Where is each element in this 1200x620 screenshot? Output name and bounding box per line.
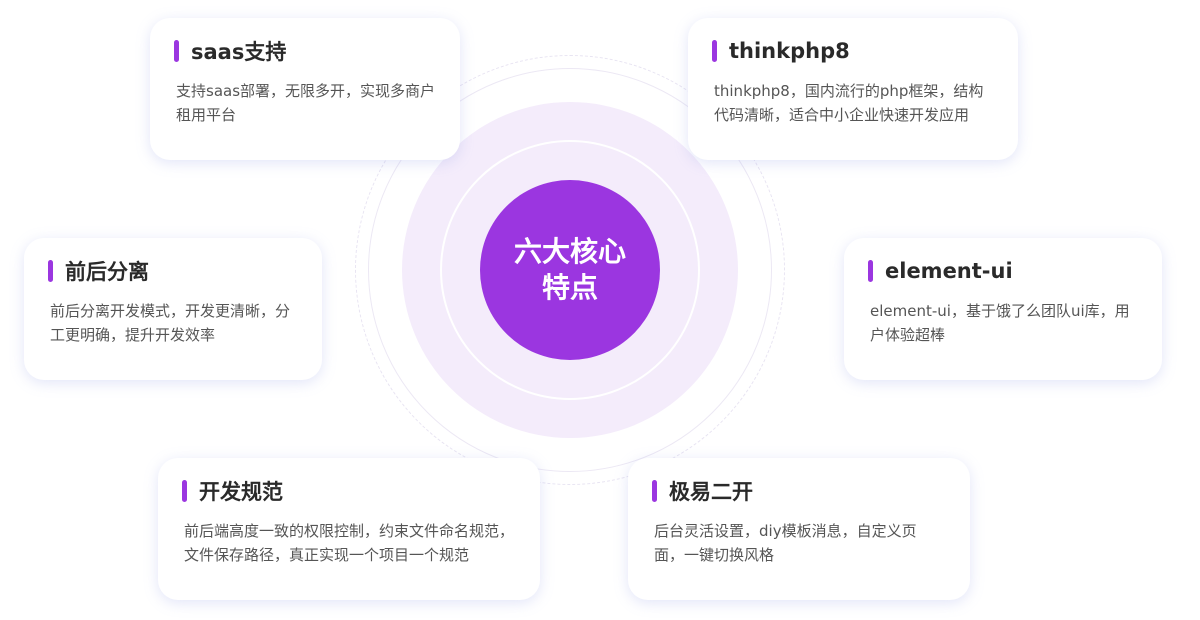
feature-card-header: element-ui	[868, 258, 1138, 284]
feature-card-header: 前后分离	[48, 258, 298, 284]
feature-card-header: 极易二开	[652, 478, 946, 504]
decorative-ring-outer	[355, 55, 785, 485]
feature-card-dev-spec: 开发规范 前后端高度一致的权限控制，约束文件命名规范，文件保存路径，真正实现一个…	[158, 458, 540, 600]
feature-card-easy-custom: 极易二开 后台灵活设置，diy模板消息，自定义页面，一键切换风格	[628, 458, 970, 600]
feature-title: 极易二开	[669, 480, 753, 504]
feature-card-thinkphp: thinkphp8 thinkphp8，国内流行的php框架，结构代码清晰，适合…	[688, 18, 1018, 160]
feature-description: 前后分离开发模式，开发更清晰，分工更明确，提升开发效率	[50, 302, 291, 344]
feature-description: thinkphp8，国内流行的php框架，结构代码清晰，适合中小企业快速开发应用	[714, 82, 984, 124]
feature-card-header: 开发规范	[182, 478, 516, 504]
decorative-ring-inner	[440, 140, 700, 400]
feature-card-element-ui: element-ui element-ui，基于饿了么团队ui库，用户体验超棒	[844, 238, 1162, 380]
feature-title: element-ui	[885, 259, 1013, 283]
feature-description: 前后端高度一致的权限控制，约束文件命名规范，文件保存路径，真正实现一个项目一个规…	[184, 522, 515, 564]
center-title: 六大核心特点	[513, 235, 626, 304]
feature-title: 开发规范	[199, 480, 283, 504]
feature-card-header: saas支持	[174, 38, 436, 64]
accent-bar	[712, 40, 717, 62]
feature-title: saas支持	[191, 40, 287, 64]
feature-title: thinkphp8	[729, 39, 850, 63]
feature-description: element-ui，基于饿了么团队ui库，用户体验超棒	[870, 302, 1130, 344]
accent-bar	[652, 480, 657, 502]
feature-description: 后台灵活设置，diy模板消息，自定义页面，一键切换风格	[654, 522, 917, 564]
accent-bar	[182, 480, 187, 502]
accent-bar	[48, 260, 53, 282]
center-badge: 六大核心特点	[480, 180, 660, 360]
accent-bar	[868, 260, 873, 282]
feature-card-separation: 前后分离 前后分离开发模式，开发更清晰，分工更明确，提升开发效率	[24, 238, 322, 380]
decorative-ring-middle	[368, 68, 772, 472]
feature-card-saas: saas支持 支持saas部署，无限多开，实现多商户租用平台	[150, 18, 460, 160]
feature-description: 支持saas部署，无限多开，实现多商户租用平台	[176, 82, 436, 124]
accent-bar	[174, 40, 179, 62]
feature-title: 前后分离	[65, 260, 149, 284]
feature-card-header: thinkphp8	[712, 38, 994, 64]
